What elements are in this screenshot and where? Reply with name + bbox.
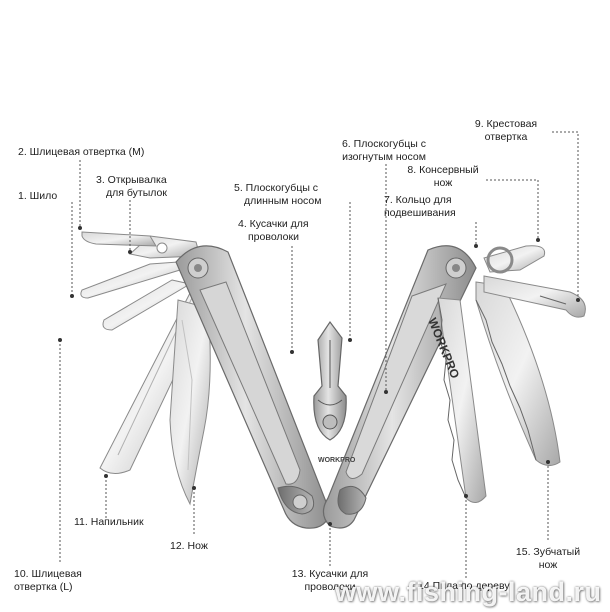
leader-lines	[59, 131, 579, 580]
phillips-screwdriver	[483, 275, 586, 318]
label-bent-nose-pliers-line2: изогнутым носом	[342, 151, 426, 163]
label-wire-cutter-4: 4. Кусачки для проволоки	[238, 218, 309, 244]
right-handle	[322, 245, 477, 529]
label-bottle-opener: 3. Открывалка для бутылок	[96, 174, 167, 200]
label-wire-cutter-13-line2: проволоки	[304, 581, 356, 593]
label-knife: 12. Нож	[170, 540, 208, 552]
label-bottle-opener-line1: 3. Открывалка	[96, 174, 167, 186]
flat-screwdriver-l	[102, 279, 192, 331]
label-long-nose-pliers: 5. Плоскогубцы с длинным носом	[234, 182, 321, 208]
can-opener-tool	[483, 245, 546, 273]
pliers-head	[313, 320, 347, 441]
label-wire-cutter-13: 13. Кусачки для проволоки	[276, 568, 384, 594]
label-wire-cutter-4-line1: 4. Кусачки для	[238, 218, 309, 230]
label-phillips-screwdriver-line1: 9. Крестовая	[474, 118, 538, 130]
awl-tool	[80, 261, 181, 299]
label-file: 11. Напильник	[74, 516, 144, 528]
label-hanging-ring: 7. Кольцо для подвешивания	[384, 194, 456, 220]
label-serrated-knife-line1: 15. Зубчатый	[515, 546, 581, 558]
left-handle	[175, 245, 331, 529]
label-phillips-screwdriver: 9. Крестовая отвертка	[460, 118, 552, 144]
knife-blade	[169, 299, 211, 506]
label-flat-screwdriver-l-line1: 10. Шлицевая	[14, 568, 82, 580]
label-phillips-screwdriver-line2: отвертка	[484, 131, 528, 143]
label-long-nose-pliers-line1: 5. Плоскогубцы с	[234, 182, 319, 194]
label-wire-cutter-4-line2: проволоки	[248, 231, 299, 243]
label-long-nose-pliers-line2: длинным носом	[244, 195, 322, 207]
saw-blade	[437, 297, 487, 503]
label-wire-cutter-13-line1: 13. Кусачки для	[291, 568, 369, 580]
label-hanging-ring-line2: подвешивания	[384, 207, 456, 219]
label-hanging-ring-line1: 7. Кольцо для	[384, 194, 452, 206]
hanging-ring	[486, 246, 514, 274]
label-bent-nose-pliers-line1: 6. Плоскогубцы с	[341, 138, 427, 150]
label-flat-screwdriver-m: 2. Шлицевая отвертка (M)	[18, 146, 145, 158]
label-can-opener: 8. Консервный нож	[398, 164, 488, 190]
label-bent-nose-pliers: 6. Плоскогубцы с изогнутым носом	[320, 138, 448, 164]
serrated-knife	[475, 281, 561, 466]
flat-screwdriver-m	[81, 231, 157, 247]
label-bottle-opener-line2: для бутылок	[106, 187, 167, 199]
label-can-opener-line1: 8. Консервный	[407, 164, 479, 176]
label-serrated-knife: 15. Зубчатый нож	[510, 546, 586, 572]
watermark: www.fishing-land.ru	[335, 577, 602, 607]
brand-text-pliers: WORKPRO	[318, 457, 356, 464]
label-can-opener-line2: нож	[433, 177, 453, 189]
label-wood-saw: 14.Пила по дереву	[418, 580, 510, 592]
label-serrated-knife-line2: нож	[538, 559, 558, 571]
label-awl: 1. Шило	[18, 190, 58, 202]
leader-dots	[58, 226, 580, 526]
label-flat-screwdriver-l-line2: отвертка (L)	[14, 581, 73, 593]
label-flat-screwdriver-l: 10. Шлицевая отвертка (L)	[14, 568, 82, 594]
